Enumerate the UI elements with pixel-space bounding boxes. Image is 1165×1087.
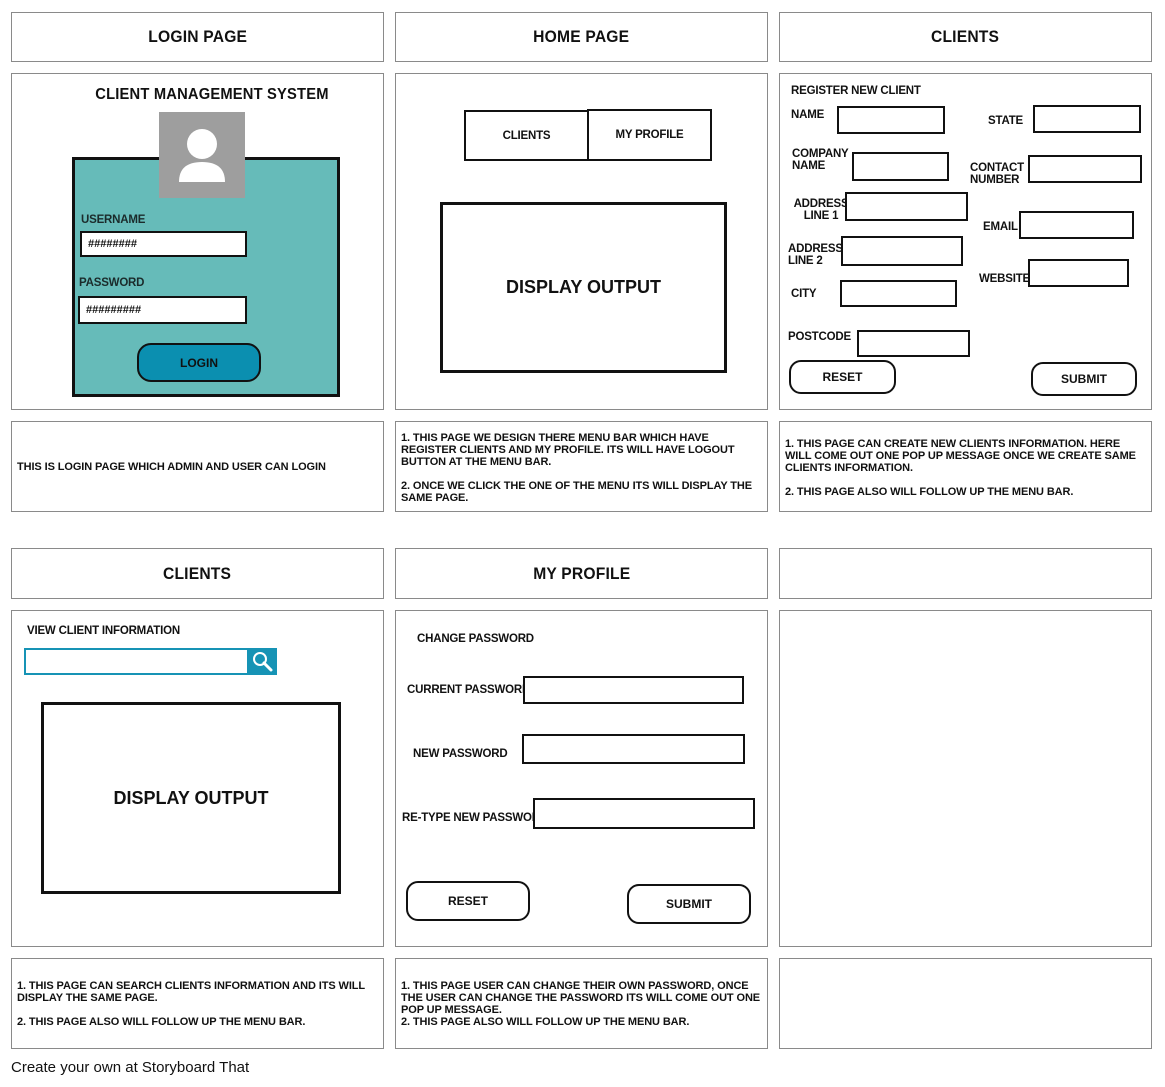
search-icon — [253, 652, 273, 672]
username-value: ######## — [88, 238, 137, 250]
change-password-heading: CHANGE PASSWORD — [417, 633, 534, 645]
company-name-input[interactable] — [852, 152, 949, 181]
panel-6-title-cell — [779, 548, 1152, 599]
panel-5-title-cell: MY PROFILE — [395, 548, 768, 599]
username-input[interactable]: ######## — [80, 231, 247, 257]
panel-4-scene: VIEW CLIENT INFORMATION DISPLAY OUTPUT — [11, 610, 384, 947]
password-input[interactable]: ######### — [78, 296, 247, 324]
panel-2-caption-1: 1. THIS PAGE WE DESIGN THERE MENU BAR WH… — [401, 432, 735, 468]
panel-4-title-cell: CLIENTS — [11, 548, 384, 599]
city-label: CITY — [791, 288, 817, 300]
panel-4-caption-1: 1. THIS PAGE CAN SEARCH CLIENTS INFORMAT… — [17, 980, 365, 1004]
storyboard-footer[interactable]: Create your own at Storyboard That — [11, 1059, 250, 1076]
register-reset-label: RESET — [822, 370, 863, 384]
register-submit-button[interactable]: SUBMIT — [1031, 362, 1137, 396]
panel-5-scene: CHANGE PASSWORD CURRENT PASSWORD NEW PAS… — [395, 610, 768, 947]
contact-number-input[interactable] — [1028, 155, 1142, 183]
display-output-area: DISPLAY OUTPUT — [440, 202, 727, 373]
username-label: USERNAME — [81, 214, 146, 226]
panel-4-caption-2: 2. THIS PAGE ALSO WILL FOLLOW UP THE MEN… — [17, 1016, 306, 1028]
profile-submit-button[interactable]: SUBMIT — [627, 884, 751, 924]
search-button[interactable] — [248, 648, 277, 675]
retype-password-label: RE-TYPE NEW PASSWORD — [402, 812, 548, 824]
panel-5-caption-1: 1. THIS PAGE USER CAN CHANGE THEIR OWN P… — [401, 980, 761, 1016]
new-password-label: NEW PASSWORD — [413, 748, 508, 760]
panel-3-title-cell: CLIENTS — [779, 12, 1152, 62]
address-line-2-input[interactable] — [841, 236, 963, 266]
panel-3-caption-2: 2. THIS PAGE ALSO WILL FOLLOW UP THE MEN… — [785, 486, 1074, 498]
address-line-2-label: ADDRESS LINE 2 — [788, 243, 843, 267]
panel-6-scene — [779, 610, 1152, 947]
postcode-input[interactable] — [857, 330, 970, 357]
password-value: ######### — [86, 304, 142, 316]
state-input[interactable] — [1033, 105, 1141, 133]
panel-5-caption-cell: 1. THIS PAGE USER CAN CHANGE THEIR OWN P… — [395, 958, 768, 1049]
profile-submit-label: SUBMIT — [666, 897, 712, 911]
panel-2-title: HOME PAGE — [533, 27, 630, 46]
view-client-heading: VIEW CLIENT INFORMATION — [27, 625, 180, 637]
address-line-1-label: ADDRESS LINE 1 — [793, 198, 849, 222]
panel-4-caption-cell: 1. THIS PAGE CAN SEARCH CLIENTS INFORMAT… — [11, 958, 384, 1049]
login-button-label: LOGIN — [180, 355, 218, 370]
state-label: STATE — [988, 115, 1023, 127]
profile-reset-button[interactable]: RESET — [406, 881, 530, 921]
panel-1-caption-cell: THIS IS LOGIN PAGE WHICH ADMIN AND USER … — [11, 421, 384, 512]
panel-5-caption-2: 2. THIS PAGE ALSO WILL FOLLOW UP THE MEN… — [401, 1016, 690, 1028]
name-input[interactable] — [837, 106, 945, 134]
panel-1-caption: THIS IS LOGIN PAGE WHICH ADMIN AND USER … — [17, 461, 326, 473]
panel-3-caption-1: 1. THIS PAGE CAN CREATE NEW CLIENTS INFO… — [785, 438, 1136, 474]
email-input[interactable] — [1019, 211, 1134, 239]
panel-3-scene: REGISTER NEW CLIENT NAME COMPANY NAME AD… — [779, 73, 1152, 410]
menu-profile-label: MY PROFILE — [615, 129, 684, 141]
panel-2-caption-2: 2. ONCE WE CLICK THE ONE OF THE MENU ITS… — [401, 480, 753, 504]
new-password-input[interactable] — [522, 734, 745, 764]
register-reset-button[interactable]: RESET — [789, 360, 896, 394]
profile-reset-label: RESET — [447, 894, 488, 908]
client-display-label: DISPLAY OUTPUT — [113, 787, 269, 808]
retype-password-input[interactable] — [533, 798, 755, 829]
panel-3-caption-cell: 1. THIS PAGE CAN CREATE NEW CLIENTS INFO… — [779, 421, 1152, 512]
user-avatar-icon — [159, 112, 245, 198]
city-input[interactable] — [840, 280, 957, 307]
register-heading: REGISTER NEW CLIENT — [791, 85, 921, 97]
register-submit-label: SUBMIT — [1061, 372, 1107, 386]
panel-2-title-cell: HOME PAGE — [395, 12, 768, 62]
client-search-input[interactable] — [24, 648, 249, 675]
panel-5-title: MY PROFILE — [532, 563, 631, 583]
panel-3-title: CLIENTS — [931, 27, 1000, 46]
menu-clients-button[interactable]: CLIENTS — [464, 110, 589, 161]
website-input[interactable] — [1028, 259, 1129, 287]
name-label: NAME — [791, 109, 825, 121]
company-name-label: COMPANY NAME — [792, 148, 849, 172]
current-password-label: CURRENT PASSWORD — [407, 684, 531, 696]
password-label: PASSWORD — [79, 277, 145, 289]
contact-number-label: CONTACT NUMBER — [970, 162, 1024, 186]
menu-clients-label: CLIENTS — [502, 129, 551, 142]
login-button[interactable]: LOGIN — [137, 343, 261, 382]
website-label: WEBSITE — [979, 273, 1030, 285]
postcode-label: POSTCODE — [788, 331, 851, 343]
address-line-1-input[interactable] — [845, 192, 968, 221]
panel-2-caption-cell: 1. THIS PAGE WE DESIGN THERE MENU BAR WH… — [395, 421, 768, 512]
panel-1-scene: CLIENT MANAGEMENT SYSTEM USERNAME ######… — [11, 73, 384, 410]
display-output-label: DISPLAY OUTPUT — [505, 277, 662, 297]
panel-4-title: CLIENTS — [163, 563, 232, 583]
client-display-output: DISPLAY OUTPUT — [41, 702, 341, 894]
panel-1-title-cell: LOGIN PAGE — [11, 12, 384, 62]
panel-1-title: LOGIN PAGE — [148, 27, 247, 46]
email-label: EMAIL — [983, 221, 1018, 233]
app-title: CLIENT MANAGEMENT SYSTEM — [95, 86, 329, 103]
panel-6-caption-cell — [779, 958, 1152, 1049]
menu-profile-button[interactable]: MY PROFILE — [587, 109, 712, 161]
panel-2-scene: CLIENTS MY PROFILE DISPLAY OUTPUT — [395, 73, 768, 410]
current-password-input[interactable] — [523, 676, 744, 704]
